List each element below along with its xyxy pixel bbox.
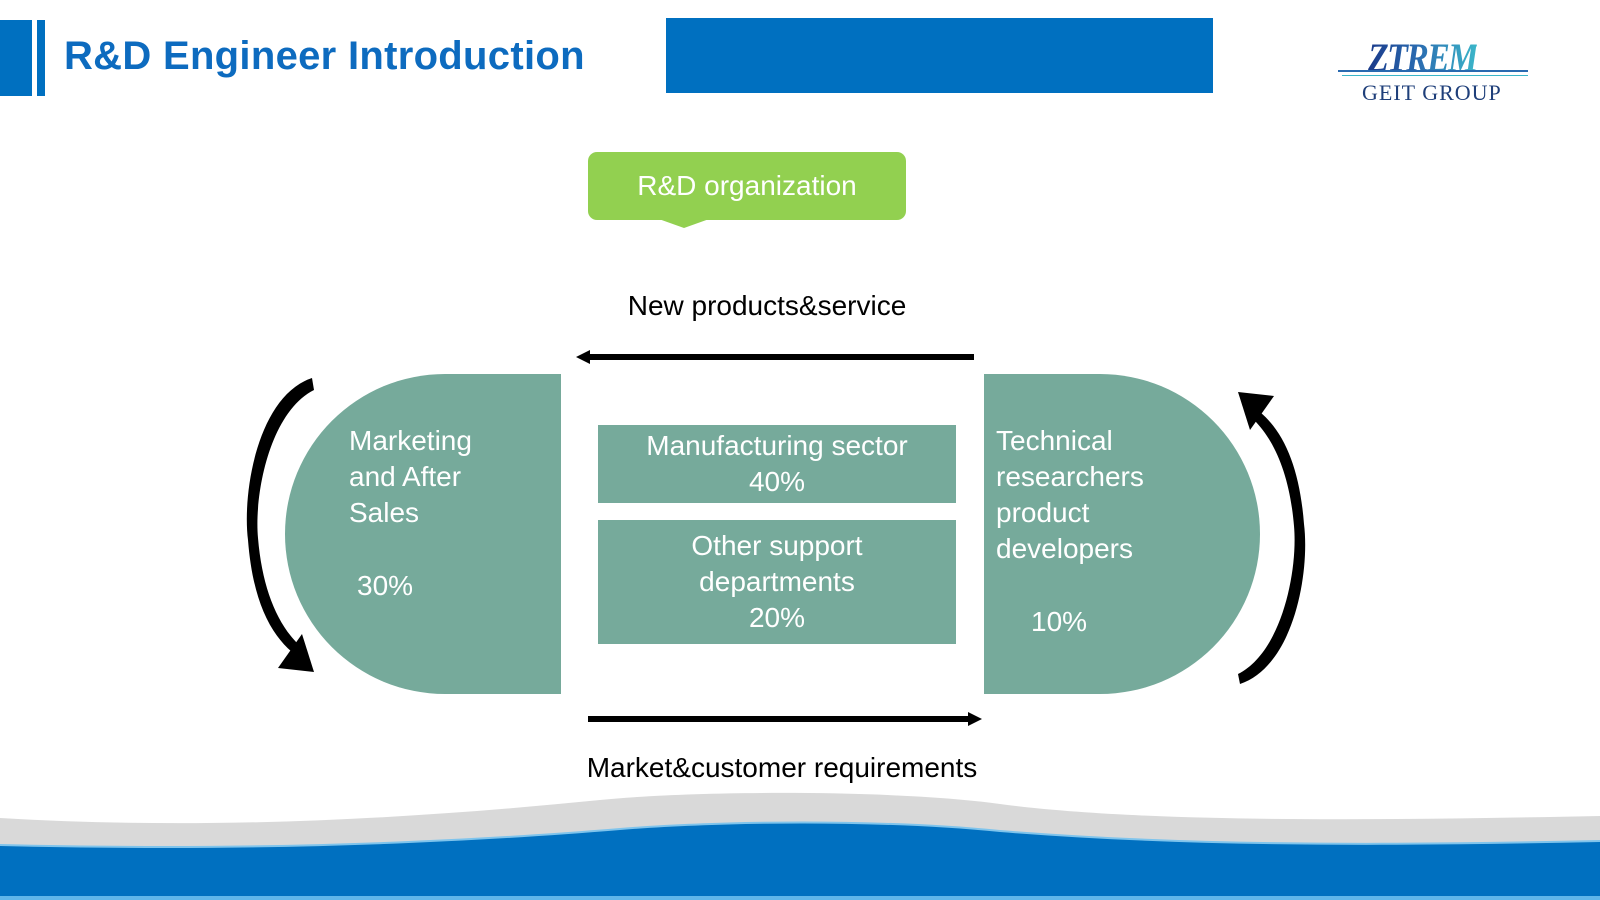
logo-subtitle: GEIT GROUP — [1362, 80, 1502, 105]
page-title: R&D Engineer Introduction — [64, 34, 585, 78]
curved-arrow-down-icon — [246, 378, 314, 672]
flow-label-new-products: New products&service — [627, 290, 907, 321]
header-accent-bar — [0, 20, 32, 96]
other-support-label-line: Other support — [691, 530, 863, 561]
marketing-label-line: Marketing — [349, 425, 472, 456]
flow-label-market-requirements: Market&customer requirements — [586, 752, 978, 783]
marketing-label: Marketing and After Sales — [349, 423, 472, 531]
callout-pointer — [656, 218, 712, 228]
technical-label-line: researchers — [996, 461, 1144, 492]
technical-percent: 10% — [1031, 606, 1088, 637]
technical-researchers-shape — [984, 374, 1260, 694]
manufacturing-label: Manufacturing sector — [646, 430, 908, 461]
logo-underline — [1338, 70, 1528, 72]
marketing-after-sales-shape — [285, 374, 561, 694]
arrow-right-icon — [588, 712, 982, 726]
logo-underline-secondary — [1342, 75, 1528, 76]
technical-label-line: product — [996, 497, 1090, 528]
header-banner — [666, 18, 1213, 93]
manufacturing-sector-box: Manufacturing sector 40% — [598, 425, 956, 503]
marketing-label-line: Sales — [349, 497, 420, 528]
technical-label-line: developers — [996, 533, 1133, 564]
company-logo: ZTREM GEIT GROUP — [1338, 34, 1530, 106]
other-support-percent: 20% — [748, 602, 806, 633]
curved-arrow-up-icon — [1238, 392, 1306, 684]
marketing-label-line: and After — [349, 461, 462, 492]
other-support-label-line: departments — [699, 566, 855, 597]
callout-label: R&D organization — [637, 170, 857, 201]
manufacturing-percent: 40% — [748, 466, 806, 497]
other-support-box: Other support departments 20% — [598, 520, 956, 644]
footer-wave — [0, 792, 1600, 900]
technical-label-line: Technical — [996, 425, 1113, 456]
marketing-percent: 30% — [357, 570, 414, 601]
technical-label: Technical researchers product developers — [996, 423, 1144, 567]
arrow-left-icon — [576, 350, 974, 364]
rd-organization-callout: R&D organization — [588, 152, 906, 220]
logo-wordmark: ZTREM — [1368, 35, 1478, 80]
header-accent-stripe — [37, 20, 45, 96]
